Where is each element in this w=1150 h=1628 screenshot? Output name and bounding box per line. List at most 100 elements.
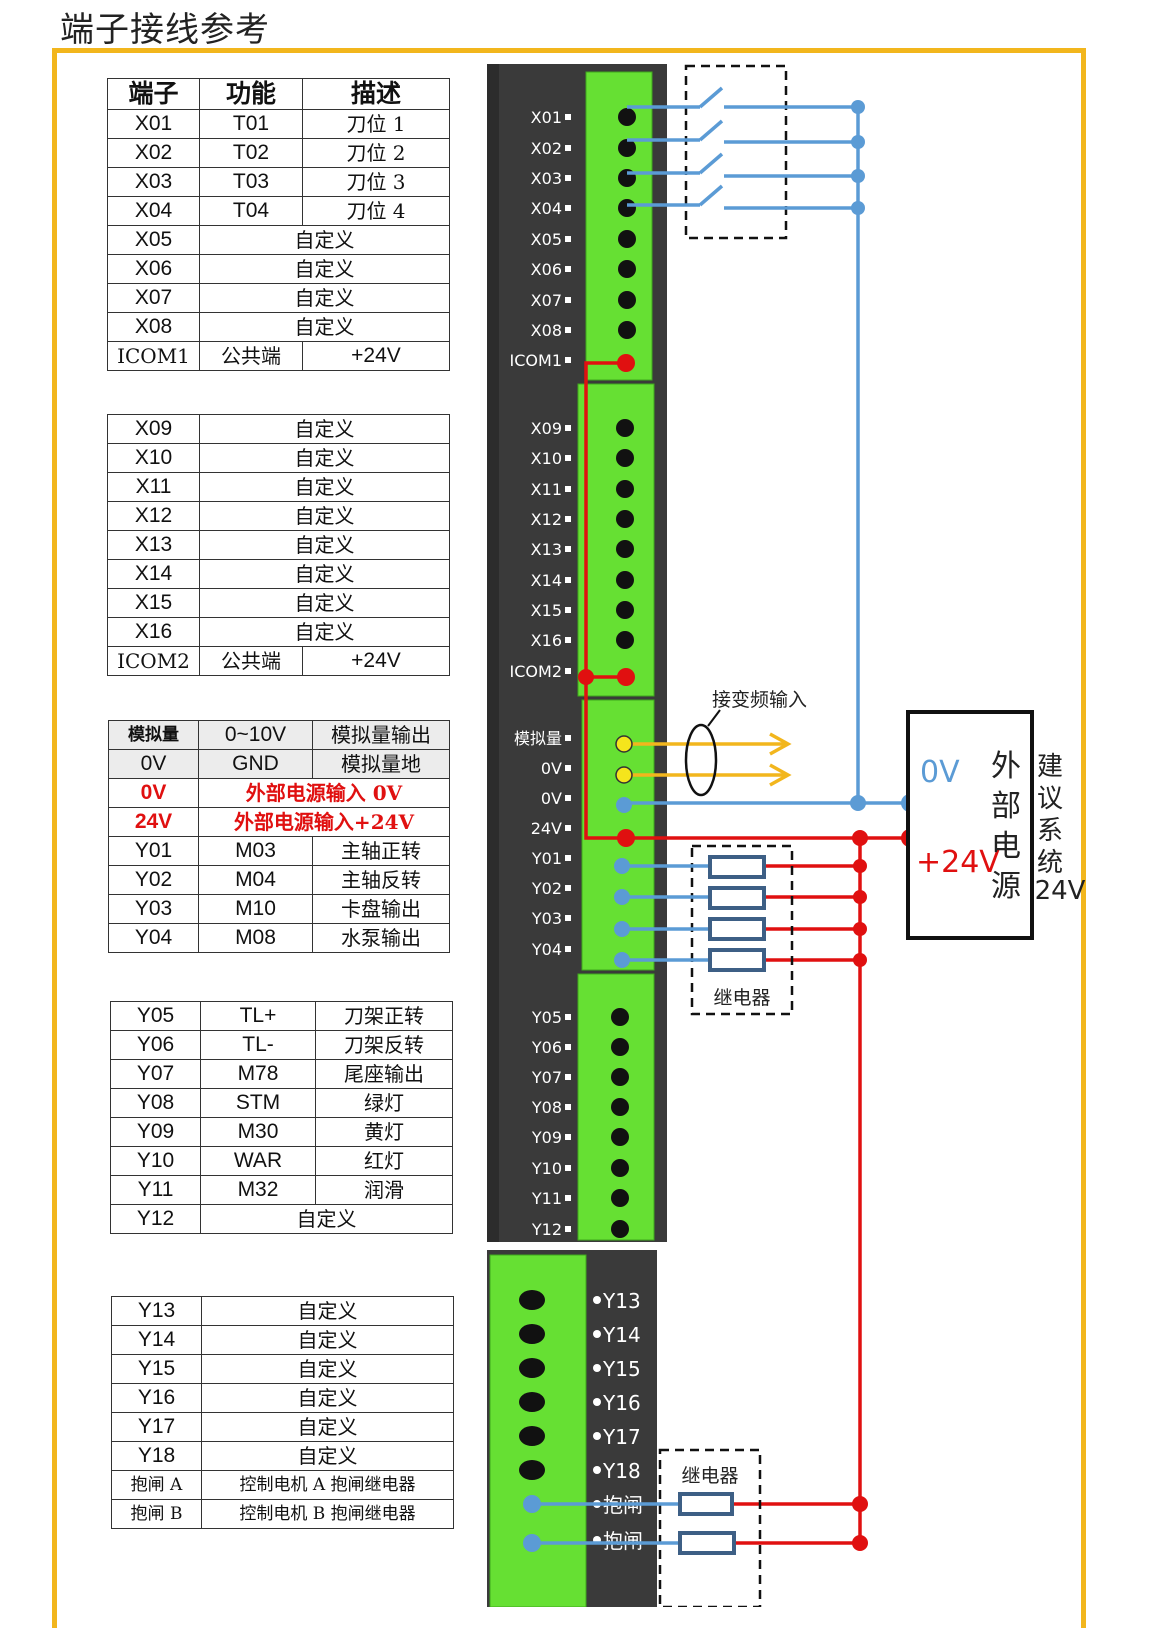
red-junctions <box>578 354 919 1551</box>
pin-dot <box>593 1432 601 1440</box>
device-pin-label: Y01 <box>531 849 562 868</box>
vfd-input-label: 接变频输入 <box>712 689 807 711</box>
screw-terminal <box>616 419 634 437</box>
device-pin-label: X15 <box>531 601 562 620</box>
screw-terminal <box>519 1324 545 1344</box>
screw-terminal <box>616 631 634 649</box>
device-pin-label: X16 <box>531 631 562 650</box>
pin-dot <box>565 668 571 674</box>
pin-dot <box>565 297 571 303</box>
svg-text:部: 部 <box>991 789 1021 824</box>
controller-edge <box>487 64 499 1242</box>
screw-terminal <box>616 449 634 467</box>
device-pin-label: X06 <box>531 260 562 279</box>
screw-terminal <box>519 1460 545 1480</box>
device-pin-label: 抱闸 <box>603 1529 643 1553</box>
screw-terminal <box>611 1159 629 1177</box>
pin-dot <box>565 795 571 801</box>
svg-text:24V: 24V <box>1035 876 1086 906</box>
brake-coils <box>678 1492 736 1555</box>
pin-dot <box>565 175 571 181</box>
header-description: 描述 <box>302 78 450 110</box>
relay-label: 继电器 <box>713 987 770 1009</box>
yellow-frame <box>52 48 1086 1628</box>
pin-dot <box>565 946 571 952</box>
screw-terminal <box>618 199 636 217</box>
pin-dot <box>565 486 571 492</box>
pin-dot <box>565 607 571 613</box>
screw-terminal <box>618 230 636 248</box>
pin-dot <box>565 1104 571 1110</box>
suggest-label: 建 议 系 统 24V <box>1035 752 1086 906</box>
screw-terminal <box>616 540 634 558</box>
pin-dot <box>593 1364 601 1372</box>
psu-24v-label: +24V <box>916 845 1000 880</box>
screw-terminal <box>611 1220 629 1238</box>
pin-dot <box>565 637 571 643</box>
device-pin-label: X11 <box>531 480 562 499</box>
pin-dot <box>565 1165 571 1171</box>
pin-dot <box>565 205 571 211</box>
relay-coils <box>708 855 766 972</box>
device-pin-label: Y16 <box>602 1391 641 1415</box>
device-pin-label: 24V <box>531 819 562 838</box>
relay-wires <box>622 864 710 962</box>
pin-dot <box>565 266 571 272</box>
pin-dot <box>565 885 571 891</box>
device-pin-label: 0V <box>541 759 562 778</box>
device-pin-label: X02 <box>531 139 562 158</box>
brake-terminals <box>523 1495 541 1552</box>
screw-terminal <box>616 480 634 498</box>
screw-terminal <box>618 260 636 278</box>
pin-dot <box>565 114 571 120</box>
vfd-arrows <box>624 732 792 787</box>
screw-terminal <box>519 1290 545 1310</box>
device-pin-label: 模拟量 <box>514 729 562 748</box>
svg-text:源: 源 <box>991 869 1021 904</box>
brake-relay-box <box>658 1448 762 1607</box>
device-pin-label: Y17 <box>602 1425 641 1449</box>
pin-dot <box>565 735 571 741</box>
device-pin-label: Y12 <box>531 1220 562 1239</box>
device-pin-label: Y07 <box>531 1068 562 1087</box>
device-pin-label: X08 <box>531 321 562 340</box>
screw-terminal <box>519 1358 545 1378</box>
pin-dot <box>565 577 571 583</box>
device-pin-label: Y02 <box>531 879 562 898</box>
table-header: 端子 功能 描述 <box>107 78 450 110</box>
screw-terminal <box>618 321 636 339</box>
device-pin-label: Y06 <box>531 1038 562 1057</box>
header-terminal: 端子 <box>107 78 200 110</box>
device-pin-label: ICOM2 <box>510 662 562 681</box>
device-pin-label: X03 <box>531 169 562 188</box>
screw-terminal <box>611 1068 629 1086</box>
svg-text:建: 建 <box>1037 752 1063 782</box>
device-pin-label: Y09 <box>531 1128 562 1147</box>
pin-dot <box>565 915 571 921</box>
pin-dot <box>565 1044 571 1050</box>
screw-terminal <box>519 1426 545 1446</box>
pin-dot <box>565 516 571 522</box>
svg-text:议: 议 <box>1037 784 1063 814</box>
pin-dot <box>565 425 571 431</box>
device-pin-label: Y13 <box>602 1289 641 1313</box>
screw-terminal <box>618 291 636 309</box>
pin-dot <box>565 765 571 771</box>
page-title: 端子接线参考 <box>60 10 270 50</box>
screw-terminal <box>618 139 636 157</box>
device-pin-label: 0V <box>541 789 562 808</box>
